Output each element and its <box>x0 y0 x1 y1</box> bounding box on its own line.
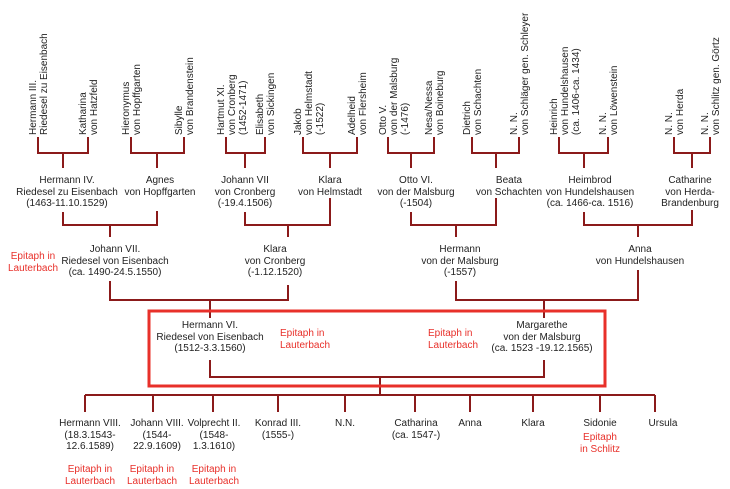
connector-line <box>302 137 358 168</box>
ggp-name: N. N. von Löwenstein <box>598 65 620 136</box>
connector-line <box>558 137 609 168</box>
ggp-name: N. N. von Herda <box>664 88 686 135</box>
connector-line <box>37 137 89 168</box>
ggp-name: Jakob von Helmstadt (-1522) <box>293 71 326 135</box>
husband-name: Hermann VI. Riedesel von Eisenbach (1512… <box>156 320 264 354</box>
child-name: Konrad III. (1555-) <box>254 418 302 441</box>
connector-line <box>244 198 331 237</box>
child-name: Hermann VIII. (18.3.1543- 12.6.1589) <box>59 418 121 452</box>
ggp-name: N. N. von Schlitz gen. Görtz <box>700 37 722 135</box>
grandparent-name: Otto VI. von der Malsburg (-1504) <box>377 175 455 209</box>
ggp-name: Hermann III. Riedesel zu Eisenbach <box>28 33 50 135</box>
child-name: Anna <box>458 418 482 429</box>
connector-line <box>62 211 158 237</box>
epitaph-note: Epitaph in Lauterbach <box>7 251 59 274</box>
grandparent-name: Johann VII von Cronberg (-19.4.1506) <box>214 175 276 209</box>
ggp-name: Katharina von Hatzfeld <box>78 79 100 135</box>
ggp-name: Sibylle von Brandenstein <box>174 57 196 135</box>
connector-line <box>471 137 520 168</box>
parent-name: Hermann von der Malsburg (-1557) <box>421 244 499 278</box>
connector-line <box>225 137 266 168</box>
child-name: N.N. <box>335 418 355 429</box>
ggp-name: N. N. von Schläger gen. Schleyer <box>509 12 531 135</box>
ggp-name: Hartmut XI. von Cronberg (1452-1471) <box>216 74 249 135</box>
epitaph-note: Epitaph in Lauterbach <box>280 328 331 351</box>
epitaph-note: Epitaph in Lauterbach <box>188 464 240 487</box>
connector-line <box>410 198 497 237</box>
ggp-name: Elisabeth von Sickingen <box>255 72 277 135</box>
grandparent-name: Heimbrod von Hundelshausen (ca. 1466-ca.… <box>545 175 635 209</box>
child-name: Sidonie <box>583 418 617 429</box>
grandparent-name: Klara von Helmstadt <box>298 175 362 198</box>
ggp-name: Heinrich von Hundelshausen (ca. 1406-ca.… <box>549 46 582 135</box>
child-name: Catharina (ca. 1547-) <box>391 418 441 441</box>
connector-line <box>583 210 693 237</box>
connector-line <box>673 137 711 168</box>
connector-line <box>455 270 639 318</box>
grandparent-name: Agnes von Hopffgarten <box>124 175 196 198</box>
epitaph-note: Epitaph in Lauterbach <box>64 464 116 487</box>
child-name: Johann VIII. (1544- 22.9.1609) <box>130 418 184 452</box>
child-name: Volprecht II. (1548- 1.3.1610) <box>187 418 241 452</box>
ggp-name: Adelheid von Flersheim <box>347 72 369 135</box>
grandparent-name: Hermann IV. Riedesel zu Eisenbach (1463-… <box>16 175 118 209</box>
parent-name: Klara von Cronberg (-1.12.1520) <box>244 244 306 278</box>
wife-name: Margarethe von der Malsburg (ca. 1523 -1… <box>491 320 593 354</box>
grandparent-name: Beata von Schachten <box>475 175 543 198</box>
epitaph-note: Epitaph in Schlitz <box>579 432 620 455</box>
parent-name: Johann VII. Riedesel von Eisenbach (ca. … <box>61 244 169 278</box>
connector-line <box>84 395 656 412</box>
ggp-name: Nesa/Nessa von Boineburg <box>424 70 446 136</box>
ggp-name: Dietrich von Schachten <box>462 68 484 135</box>
ggp-name: Otto V. von der Malsburg (-1476) <box>378 57 411 135</box>
connector-line <box>387 137 435 168</box>
highlight-frame <box>147 309 607 388</box>
child-name: Klara <box>521 418 545 429</box>
connector-line <box>209 360 545 395</box>
connector-line <box>130 137 185 168</box>
parent-name: Anna von Hundelshausen <box>595 244 685 267</box>
grandparent-name: Catharine von Herda- Brandenburg <box>661 175 719 209</box>
child-name: Ursula <box>648 418 678 429</box>
epitaph-note: Epitaph in Lauterbach <box>428 328 479 351</box>
ggp-name: Hieronymus von Hopffgarten <box>121 64 143 135</box>
epitaph-note: Epitaph in Lauterbach <box>126 464 178 487</box>
connector-line <box>109 281 289 318</box>
